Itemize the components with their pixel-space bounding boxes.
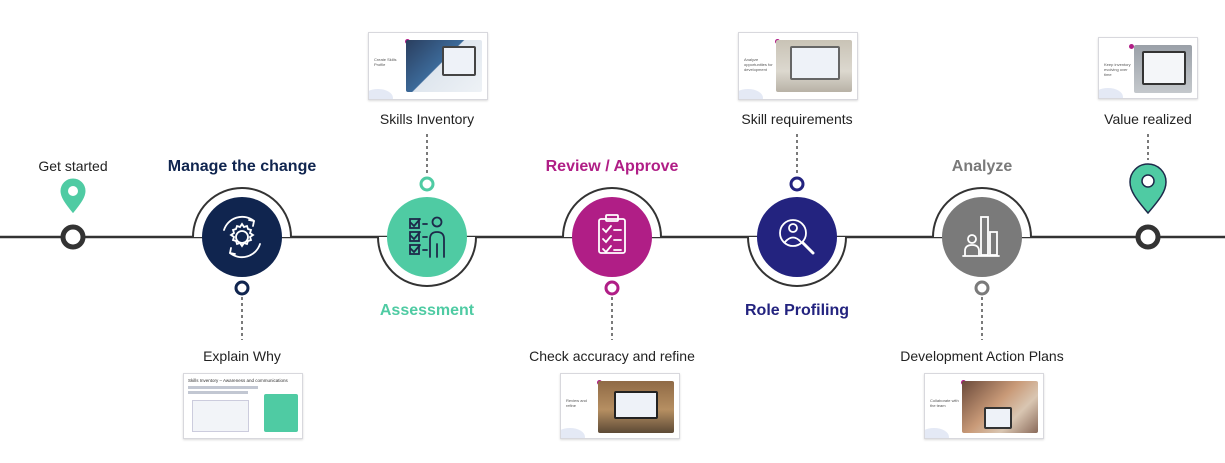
stage-title-review-approve: Review / Approve bbox=[545, 158, 679, 175]
thumb-dot bbox=[1129, 44, 1134, 49]
thumb-decor bbox=[561, 428, 585, 438]
person-bar-chart-icon bbox=[962, 216, 1000, 257]
callout-skills-inventory: Skills Inventory bbox=[379, 111, 475, 127]
clipboard-checklist-icon bbox=[598, 214, 626, 254]
node-dot-development-plans bbox=[974, 280, 990, 296]
stage-title-assessment: Assessment bbox=[379, 302, 475, 319]
node-dot-explain-why bbox=[234, 280, 250, 296]
gear-cycle-icon bbox=[223, 215, 261, 259]
thumbnail-explain-why[interactable]: Skills Inventory – Awareness and communi… bbox=[183, 373, 303, 439]
stage-title-role-profiling: Role Profiling bbox=[745, 302, 849, 319]
thumb-photo-computer-user bbox=[406, 40, 482, 92]
end-label: Value realized bbox=[1104, 111, 1192, 127]
thumb-decor bbox=[369, 89, 393, 99]
callout-explain-why: Explain Why bbox=[203, 348, 281, 364]
thumb-caption: Skills Inventory – Awareness and communi… bbox=[188, 378, 288, 383]
stage-circle-manage-the-change bbox=[202, 197, 282, 277]
start-location-pin-icon bbox=[59, 177, 87, 215]
thumb-caption: Create Skills Profile bbox=[374, 57, 397, 67]
thumb-caption: Review and refine bbox=[566, 398, 587, 408]
thumb-caption: Keep inventory evolving over time bbox=[1104, 62, 1131, 77]
callout-skill-requirements: Skill requirements bbox=[741, 111, 853, 127]
thumb-decor bbox=[925, 428, 949, 438]
stage-circle-review-approve bbox=[572, 197, 652, 277]
end-location-pin-icon bbox=[1129, 163, 1167, 215]
thumb-caption: Analyze opportunities for development bbox=[744, 57, 773, 72]
stage-title-manage-the-change: Manage the change bbox=[167, 158, 317, 175]
stage-circle-analyze bbox=[942, 197, 1022, 277]
thumb-photo-laptop bbox=[598, 381, 674, 433]
thumbnail-check-accuracy[interactable]: Review and refine bbox=[560, 373, 680, 439]
thumb-caption: Collaborate with the team bbox=[930, 398, 959, 408]
checklist-person-icon bbox=[409, 216, 445, 258]
magnifier-person-icon bbox=[779, 219, 815, 255]
start-node bbox=[60, 224, 86, 250]
thumbnail-skills-inventory[interactable]: Create Skills Profile bbox=[368, 32, 488, 100]
callout-development-plans: Development Action Plans bbox=[900, 348, 1064, 364]
callout-check-accuracy: Check accuracy and refine bbox=[529, 348, 695, 364]
thumb-photo-monitor bbox=[776, 40, 852, 92]
stage-title-analyze: Analyze bbox=[951, 158, 1013, 175]
stage-circle-role-profiling bbox=[757, 197, 837, 277]
thumb-decor bbox=[739, 89, 763, 99]
start-label: Get started bbox=[38, 158, 108, 174]
thumbnail-skill-requirements[interactable]: Analyze opportunities for development bbox=[738, 32, 858, 100]
thumb-photo-dashboard bbox=[1134, 45, 1192, 93]
node-dot-check-accuracy bbox=[604, 280, 620, 296]
thumbnail-development-plans[interactable]: Collaborate with the team bbox=[924, 373, 1044, 439]
end-node bbox=[1135, 224, 1161, 250]
thumbnail-value-realized[interactable]: Keep inventory evolving over time bbox=[1098, 37, 1198, 99]
thumb-decor bbox=[1099, 88, 1123, 98]
thumb-photo-team-member bbox=[962, 381, 1038, 433]
node-dot-skill-requirements bbox=[789, 176, 805, 192]
node-dot-skills-inventory bbox=[419, 176, 435, 192]
